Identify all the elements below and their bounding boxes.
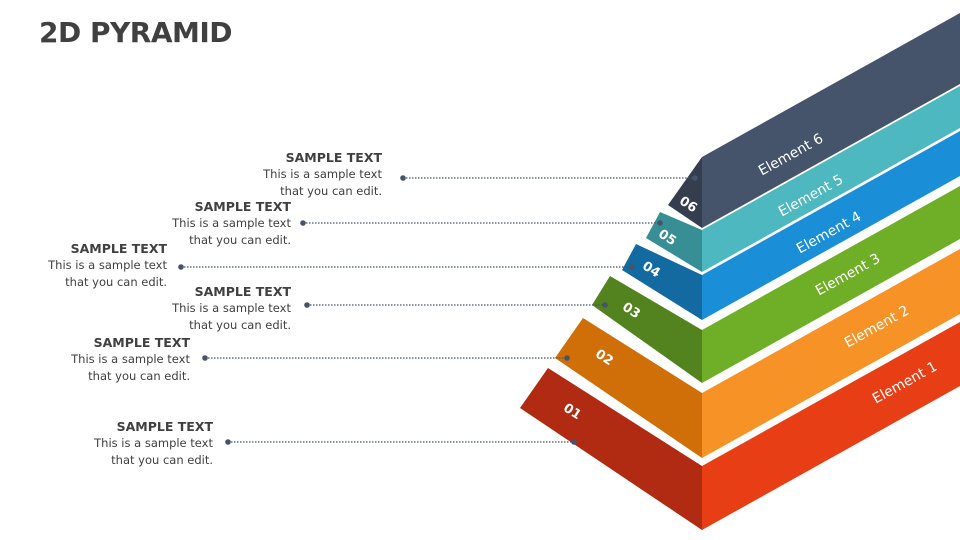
connector-dot	[178, 264, 184, 270]
connector-dot	[300, 220, 306, 226]
connector-dot	[400, 175, 406, 181]
block-line: This is a sample text	[172, 216, 291, 230]
block-line: This is a sample text	[263, 167, 382, 181]
block-line: that you can edit.	[280, 183, 382, 198]
page-title: 2D PYRAMID	[39, 16, 233, 49]
text-block-2: SAMPLE TEXT This is a sample text that y…	[0, 334, 190, 384]
block-heading: SAMPLE TEXT	[116, 419, 213, 434]
block-line: that you can edit.	[189, 232, 291, 247]
connector-dot	[571, 439, 577, 445]
connector-dot	[657, 220, 663, 226]
block-line: that you can edit.	[189, 317, 291, 332]
connector-dot	[629, 264, 635, 270]
layer-front-face	[702, 131, 960, 320]
connector-dot	[692, 175, 698, 181]
block-line: This is a sample text	[71, 352, 190, 366]
layer-side-face	[592, 276, 702, 383]
layer-front-face	[702, 86, 960, 272]
layer-front-face	[702, 13, 960, 228]
layer-side-face	[555, 318, 702, 458]
text-block-4: SAMPLE TEXT This is a sample text that y…	[0, 240, 167, 290]
text-block-5: SAMPLE TEXT This is a sample text that y…	[71, 198, 291, 248]
layer-side-face	[646, 212, 702, 272]
block-line: This is a sample text	[94, 436, 213, 450]
text-block-3: SAMPLE TEXT This is a sample text that y…	[71, 283, 291, 333]
text-block-1: SAMPLE TEXT This is a sample text that y…	[0, 418, 213, 468]
connector-dot	[602, 302, 608, 308]
block-line: that you can edit.	[65, 274, 167, 289]
layer-side-face	[668, 157, 702, 228]
layer-side-face	[622, 244, 702, 320]
block-heading: SAMPLE TEXT	[194, 199, 291, 214]
block-line: This is a sample text	[48, 258, 167, 272]
block-heading: SAMPLE TEXT	[194, 284, 291, 299]
layer-front-face	[702, 322, 960, 530]
layer-front-face	[702, 186, 960, 383]
connector-dot	[225, 439, 231, 445]
connector-dot	[202, 355, 208, 361]
text-block-6: SAMPLE TEXT This is a sample text that y…	[162, 149, 382, 199]
layer-front-face	[702, 249, 960, 458]
block-line: that you can edit.	[88, 368, 190, 383]
connector-dot	[304, 302, 310, 308]
block-line: This is a sample text	[172, 301, 291, 315]
block-heading: SAMPLE TEXT	[285, 150, 382, 165]
layer-side-face	[520, 368, 702, 530]
block-heading: SAMPLE TEXT	[70, 241, 167, 256]
block-line: that you can edit.	[111, 452, 213, 467]
block-heading: SAMPLE TEXT	[93, 335, 190, 350]
connector-dot	[564, 355, 570, 361]
